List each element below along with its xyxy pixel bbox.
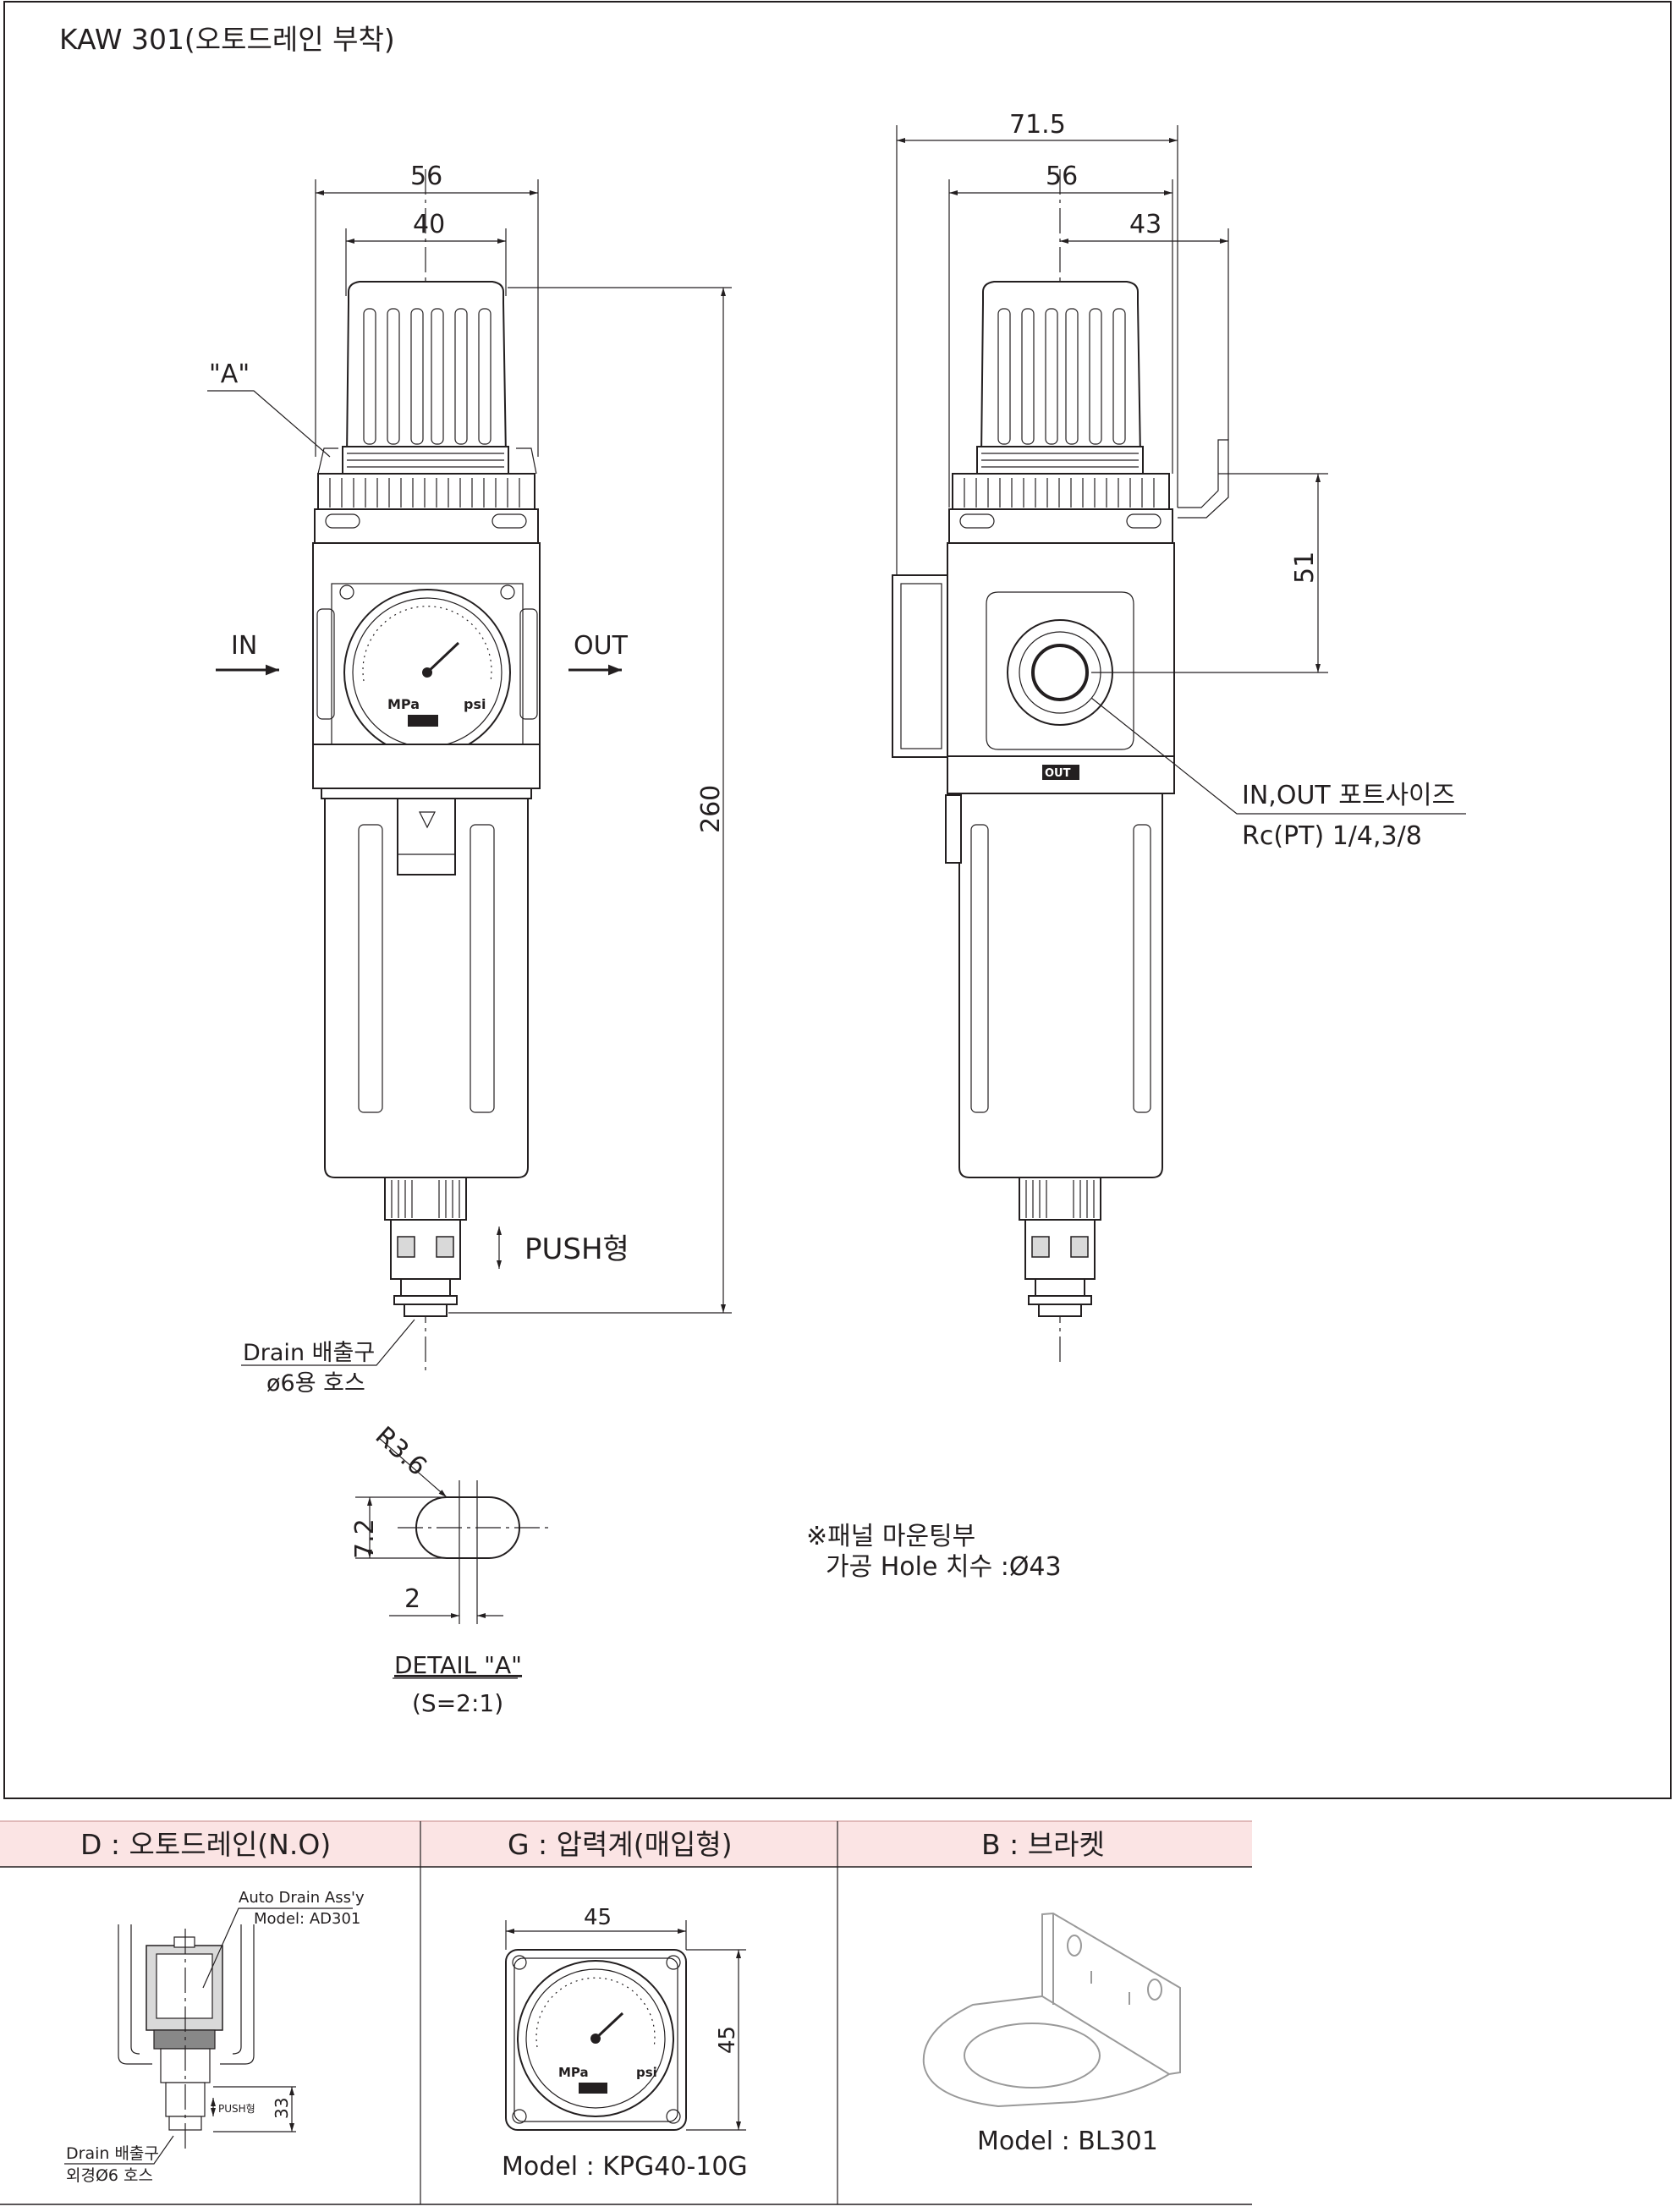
option-header-bracket: B : 브라켓 (981, 1828, 1105, 1861)
gauge-unit-psi: psi (464, 696, 486, 712)
option-header-gauge: G : 압력계(매입형) (508, 1828, 733, 1861)
side-out-mark: OUT (1045, 767, 1071, 780)
detail-slot (415, 1496, 520, 1559)
auto-drain-hose-label: 외경Ø6 호스 (66, 2166, 153, 2185)
auto-drain-callout: Auto Drain Ass'y (239, 1889, 365, 1907)
drawing-title: KAW 301(오토드레인 부착) (59, 23, 395, 56)
auto-drain-model: Model: AD301 (254, 1910, 360, 1928)
detail-a-callout: "A" (209, 360, 250, 389)
dim-front-width-56: 56 (410, 162, 442, 191)
gauge-dim-width: 45 (584, 1905, 612, 1930)
detail-title: DETAIL "A" (394, 1651, 522, 1679)
panel-mount-note: ※패널 마운팅부 (806, 1522, 975, 1551)
detail-a: 7.2 2 R3.6 DETAIL "A" (S=2:1) (350, 1421, 552, 1717)
options-header-row (0, 1821, 1252, 1867)
detail-dim-height: 7.2 (350, 1518, 380, 1559)
auto-drain-push-label: PUSH형 (218, 2103, 255, 2115)
detail-dim-width: 2 (404, 1584, 420, 1614)
drain-fitting (384, 1177, 467, 1221)
bracket-illustration (922, 1912, 1181, 2108)
option-gauge-unit-psi: psi (636, 2065, 657, 2080)
detail-scale: (S=2:1) (412, 1689, 503, 1717)
port-thread-label: Rc(PT) 1/4,3/8 (1242, 821, 1422, 851)
side-filter-bowl (958, 793, 1163, 1178)
port-out-label: OUT (574, 631, 629, 661)
port-in-label: IN (231, 631, 257, 661)
option-header-auto-drain: D : 오토드레인(N.O) (80, 1828, 331, 1861)
dim-side-width-43: 43 (1129, 210, 1162, 239)
dim-bracket-height-51: 51 (1290, 552, 1320, 584)
port-size-label: IN,OUT 포트사이즈 (1242, 781, 1455, 810)
side-view: OUT 71.5 56 43 (892, 110, 1466, 1362)
bowl-lock-button (397, 798, 456, 875)
dim-side-width-56: 56 (1046, 162, 1078, 191)
dim-side-width-71-5: 71.5 (1009, 110, 1066, 140)
bracket-model: Model : BL301 (977, 2127, 1158, 2156)
option-gauge-unit-mpa: MPa (558, 2065, 589, 2080)
regulator-knob (345, 281, 508, 458)
drain-hose-label: ø6용 호스 (266, 1370, 365, 1397)
auto-drain-outlet-label: Drain 배출구 (66, 2144, 159, 2163)
options-table: D : 오토드레인(N.O) G : 압력계(매입형) B : 브라켓 Auto… (0, 1820, 1252, 2205)
dim-height-260: 260 (696, 785, 726, 833)
auto-drain-dim-33: 33 (272, 2098, 292, 2119)
filter-bowl (324, 798, 529, 1178)
dim-front-width-40: 40 (413, 210, 445, 239)
gauge-model: Model : KPG40-10G (502, 2152, 748, 2182)
side-regulator-knob (980, 281, 1142, 458)
front-view: MPa psi IN OUT (207, 162, 732, 1397)
gauge-unit-mpa: MPa (387, 696, 420, 712)
panel-hole-note: 가공 Hole 치수 :Ø43 (826, 1552, 1062, 1582)
gauge-dim-height: 45 (715, 2026, 740, 2054)
drain-outlet-label: Drain 배출구 (243, 1340, 375, 1366)
side-bracket (1178, 439, 1229, 519)
auto-drain-illustration (118, 1924, 255, 2149)
detail-dim-radius: R3.6 (370, 1421, 432, 1482)
drawing-frame (3, 1, 1672, 1799)
push-type-label: PUSH형 (524, 1232, 629, 1266)
bonnet (317, 473, 535, 510)
